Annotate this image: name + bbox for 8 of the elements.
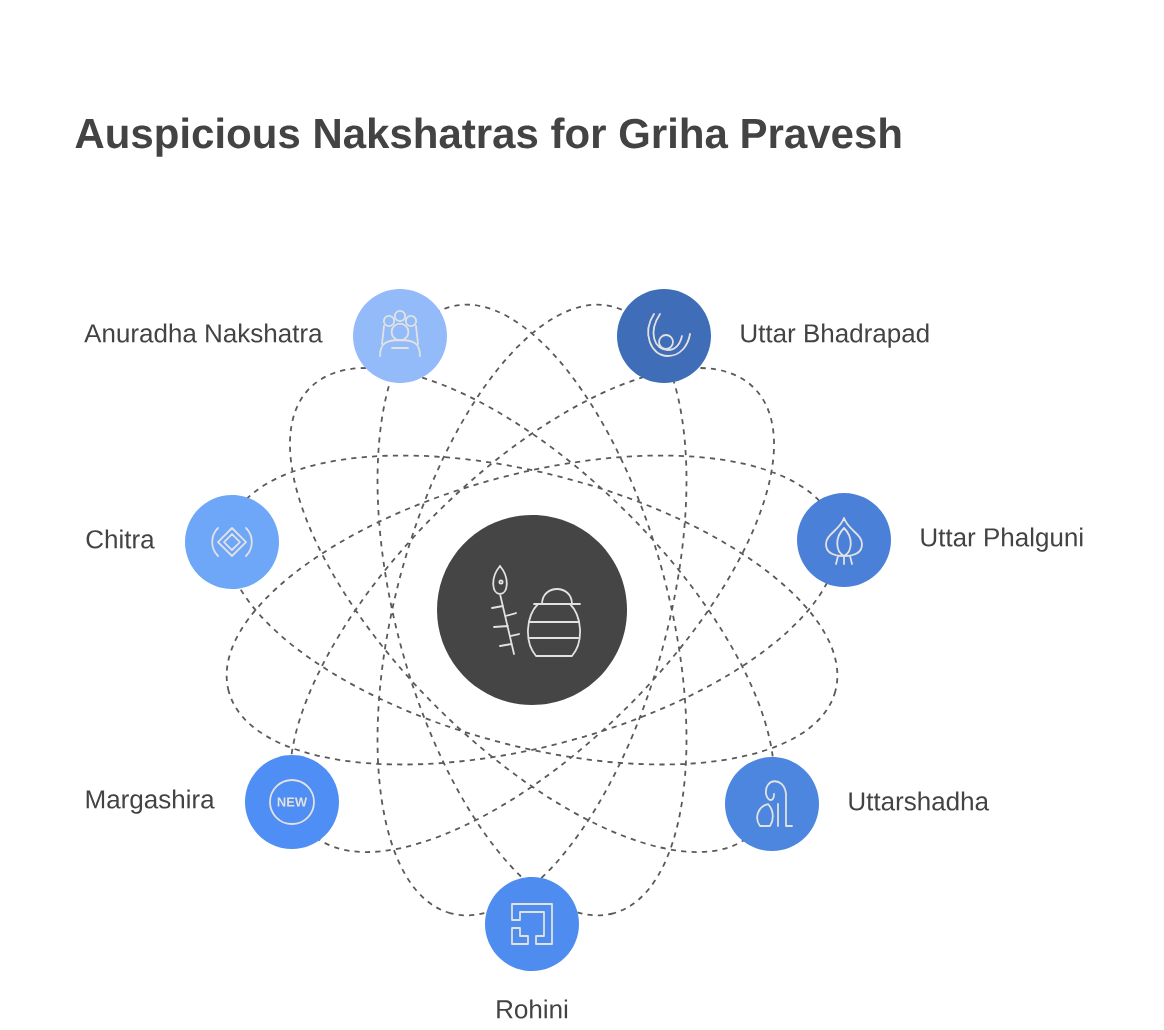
node-label: Margashira — [86, 789, 215, 814]
node-label: Uttar Bhadrapad — [741, 323, 929, 348]
node-label: Uttarshadha — [849, 791, 990, 811]
node-label: Rohini — [497, 999, 568, 1019]
node-label: Chitra — [86, 529, 155, 549]
node-label: Uttar Phalguni — [921, 527, 1083, 552]
title: Auspicious Nakshatras for Griha Pravesh — [75, 117, 901, 157]
node-label: Anuradha Nakshatra — [84, 323, 323, 343]
